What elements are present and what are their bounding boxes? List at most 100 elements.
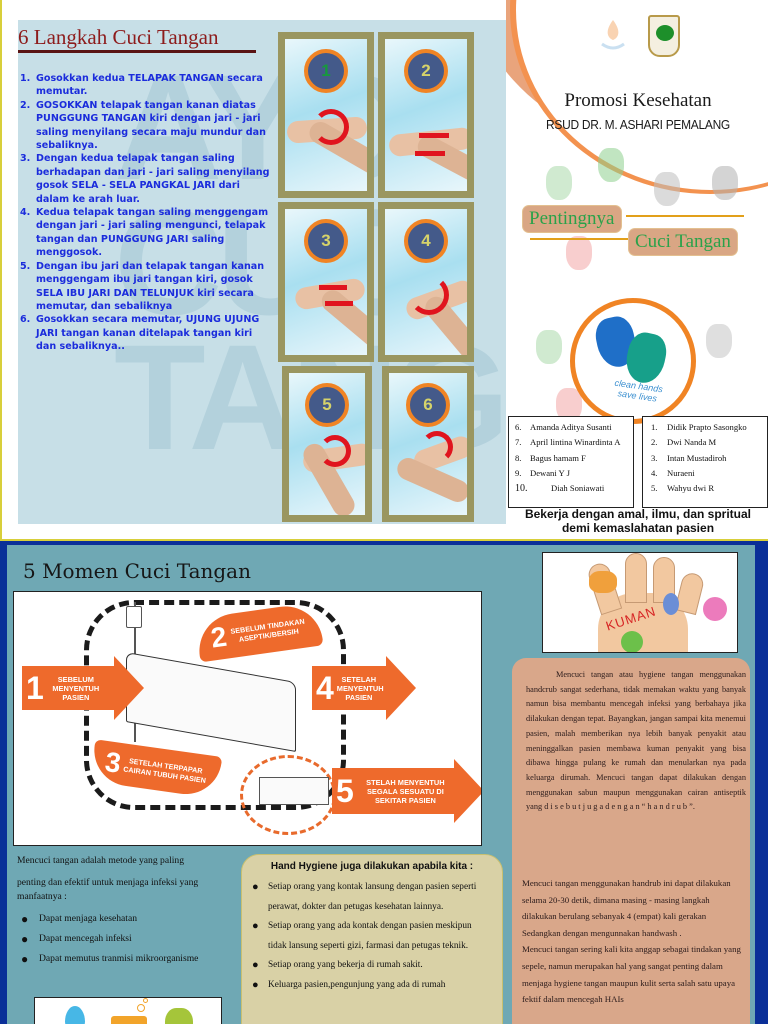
step-photo-1: 1 [278,32,374,198]
hand-hygiene-title: Hand Hygiene juga dilakukan apabila kita… [270,861,474,872]
step-badge: 3 [304,219,348,263]
name-row: 6.Amanda Aditya Susanti [515,422,612,432]
step-badge: 2 [404,49,448,93]
step-item: 3. Dengan kedua telapak tangan saling be… [18,152,270,206]
bubble-icon [143,998,148,1003]
step-badge: 1 [304,49,348,93]
name-row: 10.Diah Soniawati [515,483,605,495]
moment-4-arrow: 4 SETELAH MENYENTUH PASIEN [312,666,386,710]
moments-title: 5 Momen Cuci Tangan [23,559,251,583]
handprint-icon [712,166,738,200]
step-text: GOSOKKAN telapak tangan kanan diatas PUN… [36,99,266,152]
name-row: 4.Nuraeni [651,467,695,478]
hygiene-item: ●Keluarga pasien,pengunjung yang ada di … [252,978,446,991]
brochure-title: Promosi Kesehatan [564,90,712,111]
handprint-icon [546,166,572,200]
benefit-item: ●Dapat menjaga kesehatan [21,912,138,926]
hand-hygiene-box: Hand Hygiene juga dilakukan apabila kita… [241,854,503,1024]
benefit-item: ●Dapat memutus tranmisi mikroorganisme [21,952,199,966]
steps-list: 1. Gosokkan kedua TELAPAK TANGAN secara … [18,72,270,354]
name-row: 3.Intan Mustadiroh [651,452,727,463]
right-arrow-icon [415,151,445,156]
step-item: 2. GOSOKKAN telapak tangan kanan diatas … [18,99,270,153]
step-item: 5. Dengan ibu jari dan telapak tangan ka… [18,260,270,314]
step-item: 6. Gosokkan secara memutar, UJUNG UJUNG … [18,313,270,353]
cover-panel: Promosi Kesehatan RSUD DR. M. ASHARI PEM… [506,0,768,539]
rotate-arrow-icon [409,275,449,315]
germ-icon [589,571,617,593]
step-photo-6: 6 [382,366,474,522]
soap-icon [111,1016,147,1024]
germ-icon [703,597,727,621]
benefits-list: ●Dapat menjaga kesehatan ●Dapat mencegah… [17,909,242,969]
step-text: Dengan kedua telapak tangan saling berha… [36,153,270,205]
benefit-item: ●Dapat mencegah infeksi [21,932,132,946]
step-photo-4: 4 [378,202,474,362]
step-number: 1. [20,73,31,84]
info-paragraph-1: Mencuci tangan atau hygiene tangan mengg… [526,670,746,812]
germ-icon [621,631,643,652]
left-arrow-icon [325,301,353,306]
steps-title: 6 Langkah Cuci Tangan [18,25,219,49]
team-names-left: 6.Amanda Aditya Susanti 7.April lintina … [508,416,634,508]
step-text: Kedua telapak tangan saling menggengam d… [36,207,269,259]
handprint-icon [706,324,732,358]
step-badge: 6 [406,383,450,427]
step-number: 2. [20,99,31,111]
step-photo-5: 5 [282,366,372,522]
six-steps-panel: AYOCUCITANG 6 Langkah Cuci Tangan 1. Gos… [18,20,506,524]
bubble-icon [137,1004,145,1012]
team-names-right: 1.Didik Prapto Sasongko 2.Dwi Nanda M 3.… [642,416,768,508]
handprint-icon [654,172,680,206]
step-photo-2: 2 [378,32,474,198]
step-number: 3. [20,153,31,165]
handprint-icon [566,236,592,270]
hospital-logo-icon [601,20,625,50]
germs-on-hand-image: KUMAN [542,552,738,653]
step-number: 4. [20,207,31,219]
step-number: 5. [20,260,31,272]
moment-1-arrow: 1 SEBELUM MENYENTUH PASIEN [22,666,114,710]
step-item: 1. Gosokkan kedua TELAPAK TANGAN secara … [18,72,270,99]
motto-text: Bekerja dengan amal, ilmu, dan spritual … [524,507,752,535]
step-number: 6. [20,314,31,326]
title-underline [18,50,256,53]
step-text: Dengan ibu jari dan telapak tangan kanan… [36,260,265,312]
arrow-head-icon [386,656,416,720]
name-row: 2.Dwi Nanda M [651,437,717,448]
finger-illustration [674,570,706,616]
name-row: 1.Didik Prapto Sasongko [651,422,747,432]
headline-rule [626,215,744,217]
headline-rule [530,238,632,240]
glove-icon [165,1008,193,1024]
rotate-arrow-icon [421,431,453,463]
name-row: 8.Bagus hamam F [515,452,586,463]
name-row: 9.Dewani Y J [515,467,570,478]
hospital-name: RSUD DR. M. ASHARI PEMALANG [546,117,730,132]
left-arrow-icon [419,133,449,138]
iv-bag-illustration [126,606,142,628]
headline-pentingnya: Pentingnya [522,205,622,233]
benefits-section: Mencuci tangan adalah metode yang paling… [17,854,242,969]
step-text: Gosokkan secara memutar, UJUNG UJUNG JAR… [36,314,260,353]
step-badge: 5 [305,383,349,427]
hygiene-item: ●Setiap orang yang kontak lansung dengan… [252,881,477,912]
brochure-outer-page: AYOCUCITANG 6 Langkah Cuci Tangan 1. Gos… [0,0,768,541]
finger-illustration [625,553,647,603]
handprint-icon [598,148,624,182]
water-drop-icon [65,1006,85,1024]
step-photo-grid: 1 2 3 [278,32,474,522]
hygiene-item: ●Setiap orang yang bekerja di rumah saki… [252,959,423,971]
rotate-arrow-icon [313,109,349,145]
step-badge: 4 [404,219,448,263]
headline-cuci-tangan: Cuci Tangan [628,228,738,256]
regency-emblem-icon [648,15,680,57]
handprint-icon [536,330,562,364]
rotate-arrow-icon [319,435,351,467]
hygiene-item: ●Setiap orang yang ada kontak dengan pas… [252,920,472,951]
arrow-head-icon [454,759,481,823]
benefits-intro: penting dan efektif untuk menjaga infeks… [17,877,199,902]
name-row: 5.Wahyu dwi R [651,483,715,494]
empty-bed-illustration [259,777,329,805]
